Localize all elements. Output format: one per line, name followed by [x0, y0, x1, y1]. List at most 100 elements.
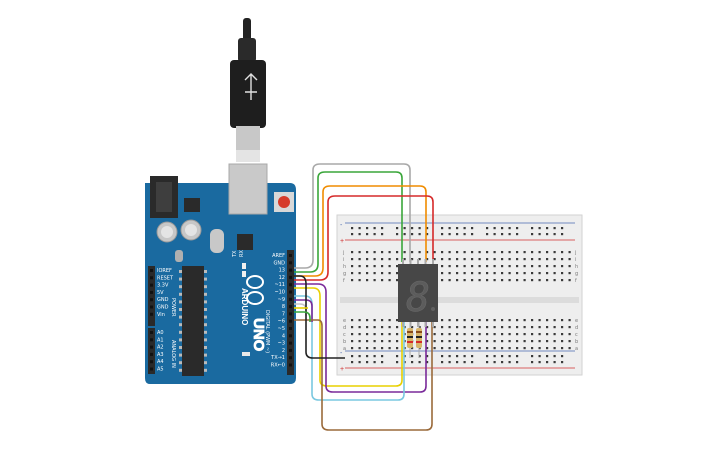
breadboard-hole[interactable]: [568, 333, 571, 336]
breadboard-hole[interactable]: [516, 326, 519, 329]
breadboard-hole[interactable]: [433, 347, 436, 350]
display-pin[interactable]: [402, 322, 404, 327]
breadboard-hole[interactable]: [381, 258, 384, 261]
breadboard-hole[interactable]: [568, 258, 571, 261]
breadboard-hole[interactable]: [366, 319, 369, 322]
rail-hole[interactable]: [426, 227, 429, 230]
breadboard-hole[interactable]: [448, 265, 451, 268]
breadboard-hole[interactable]: [508, 272, 511, 275]
breadboard-hole[interactable]: [493, 333, 496, 336]
breadboard-hole[interactable]: [366, 258, 369, 261]
breadboard-hole[interactable]: [366, 333, 369, 336]
rail-hole[interactable]: [463, 233, 466, 236]
breadboard-hole[interactable]: [411, 251, 414, 254]
power-pin[interactable]: [150, 305, 153, 309]
breadboard-hole[interactable]: [471, 265, 474, 268]
rail-hole[interactable]: [531, 355, 534, 358]
breadboard-hole[interactable]: [538, 340, 541, 343]
breadboard-hole[interactable]: [471, 326, 474, 329]
rail-hole[interactable]: [441, 355, 444, 358]
breadboard-hole[interactable]: [351, 279, 354, 282]
rail-hole[interactable]: [538, 361, 541, 364]
breadboard-hole[interactable]: [441, 279, 444, 282]
breadboard-hole[interactable]: [456, 340, 459, 343]
breadboard-hole[interactable]: [523, 347, 526, 350]
rail-hole[interactable]: [531, 233, 534, 236]
breadboard-hole[interactable]: [441, 258, 444, 261]
breadboard-hole[interactable]: [493, 265, 496, 268]
rail-hole[interactable]: [486, 233, 489, 236]
breadboard-hole[interactable]: [508, 347, 511, 350]
breadboard-hole[interactable]: [471, 340, 474, 343]
breadboard-hole[interactable]: [463, 272, 466, 275]
breadboard-hole[interactable]: [388, 272, 391, 275]
rail-hole[interactable]: [456, 355, 459, 358]
breadboard-hole[interactable]: [546, 251, 549, 254]
digital-pin[interactable]: [289, 305, 292, 309]
breadboard-hole[interactable]: [358, 333, 361, 336]
breadboard-hole[interactable]: [538, 333, 541, 336]
breadboard-hole[interactable]: [478, 279, 481, 282]
rail-hole[interactable]: [426, 355, 429, 358]
breadboard-hole[interactable]: [388, 258, 391, 261]
wire-green[interactable]: [294, 171, 403, 273]
breadboard-hole[interactable]: [523, 333, 526, 336]
rail-hole[interactable]: [508, 233, 511, 236]
breadboard-hole[interactable]: [553, 258, 556, 261]
rail-hole[interactable]: [403, 233, 406, 236]
breadboard-hole[interactable]: [373, 251, 376, 254]
breadboard-hole[interactable]: [501, 265, 504, 268]
breadboard-hole[interactable]: [396, 272, 399, 275]
breadboard-hole[interactable]: [448, 272, 451, 275]
breadboard-hole[interactable]: [523, 258, 526, 261]
breadboard-hole[interactable]: [441, 319, 444, 322]
breadboard-hole[interactable]: [478, 347, 481, 350]
breadboard-hole[interactable]: [396, 347, 399, 350]
rail-hole[interactable]: [403, 227, 406, 230]
breadboard-hole[interactable]: [546, 272, 549, 275]
breadboard-hole[interactable]: [396, 265, 399, 268]
rail-hole[interactable]: [441, 361, 444, 364]
breadboard-hole[interactable]: [546, 347, 549, 350]
breadboard-hole[interactable]: [561, 251, 564, 254]
breadboard-hole[interactable]: [373, 258, 376, 261]
rail-hole[interactable]: [493, 227, 496, 230]
breadboard-hole[interactable]: [366, 340, 369, 343]
breadboard-hole[interactable]: [538, 258, 541, 261]
breadboard-hole[interactable]: [493, 326, 496, 329]
breadboard-hole[interactable]: [456, 265, 459, 268]
power-pin[interactable]: [150, 298, 153, 302]
breadboard-hole[interactable]: [546, 279, 549, 282]
breadboard-hole[interactable]: [478, 340, 481, 343]
rail-hole[interactable]: [448, 233, 451, 236]
breadboard-hole[interactable]: [516, 265, 519, 268]
breadboard-hole[interactable]: [568, 272, 571, 275]
breadboard-hole[interactable]: [516, 251, 519, 254]
breadboard-hole[interactable]: [568, 319, 571, 322]
breadboard-hole[interactable]: [538, 319, 541, 322]
rail-hole[interactable]: [486, 227, 489, 230]
rail-hole[interactable]: [448, 355, 451, 358]
rail-hole[interactable]: [501, 233, 504, 236]
rail-hole[interactable]: [561, 227, 564, 230]
breadboard-hole[interactable]: [508, 319, 511, 322]
breadboard-hole[interactable]: [486, 347, 489, 350]
breadboard-hole[interactable]: [381, 272, 384, 275]
display-pin[interactable]: [424, 322, 427, 327]
breadboard-hole[interactable]: [553, 319, 556, 322]
rail-hole[interactable]: [448, 227, 451, 230]
breadboard-hole[interactable]: [456, 319, 459, 322]
breadboard-hole[interactable]: [478, 265, 481, 268]
breadboard-hole[interactable]: [396, 258, 399, 261]
breadboard-hole[interactable]: [403, 251, 406, 254]
wire-purple[interactable]: [294, 283, 427, 393]
breadboard-hole[interactable]: [381, 340, 384, 343]
rail-hole[interactable]: [396, 355, 399, 358]
breadboard-hole[interactable]: [433, 258, 436, 261]
breadboard-hole[interactable]: [373, 347, 376, 350]
breadboard-hole[interactable]: [426, 340, 429, 343]
breadboard-hole[interactable]: [388, 333, 391, 336]
breadboard-hole[interactable]: [463, 333, 466, 336]
rail-hole[interactable]: [463, 355, 466, 358]
analog-pin[interactable]: [150, 367, 153, 371]
